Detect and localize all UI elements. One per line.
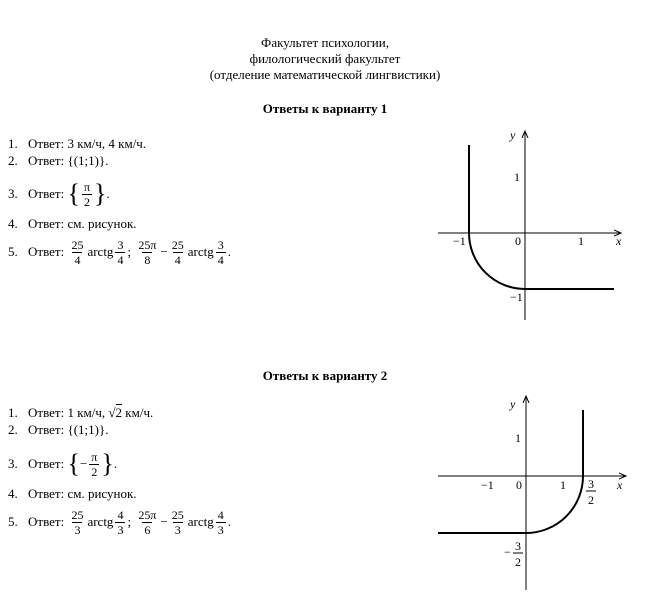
variant2-graph: y x 1 −1 0 1 3 2 − 3 2 xyxy=(438,392,630,590)
curve xyxy=(468,145,614,290)
tick-x32-den: 2 xyxy=(588,493,594,507)
faculty-line-3: (отделение математической лингвистики) xyxy=(209,67,441,82)
x-label: x xyxy=(615,234,622,248)
tick-x1: 1 xyxy=(560,478,566,492)
tick-origin: 0 xyxy=(516,478,522,492)
variant1-graph: y x 1 −1 0 1 −1 xyxy=(438,128,622,320)
tick-y1: 1 xyxy=(514,170,520,184)
curve xyxy=(438,410,584,534)
variant1-answer-1: 1. Ответ: 3 км/ч, 4 км/ч. xyxy=(8,136,147,151)
variant2-answer-1: 1. Ответ: 1 км/ч, √2 км/ч. xyxy=(8,404,154,420)
faculty-line-1: Факультет психологии, xyxy=(261,35,389,50)
tick-origin: 0 xyxy=(515,234,521,248)
tick-ym32-num: 3 xyxy=(515,539,521,553)
tick-xm1: −1 xyxy=(453,234,466,248)
variant2-title: Ответы к варианту 2 xyxy=(262,368,388,383)
y-label: y xyxy=(509,397,516,411)
tick-xm1: −1 xyxy=(481,478,494,492)
variant1-title: Ответы к варианту 1 xyxy=(262,101,388,116)
variant2-answer-4: 4. Ответ: см. рисунок. xyxy=(8,486,137,501)
tick-y1: 1 xyxy=(515,431,521,445)
variant1-answer-4: 4. Ответ: см. рисунок. xyxy=(8,216,137,231)
variant1-answer-2: 2. Ответ: {(1;1)}. xyxy=(8,153,109,168)
tick-ym32-den: 2 xyxy=(515,555,521,569)
x-label: x xyxy=(616,478,623,492)
tick-ym32-sign: − xyxy=(504,545,511,559)
tick-x32-num: 3 xyxy=(588,477,594,491)
tick-x1: 1 xyxy=(578,234,584,248)
y-label: y xyxy=(509,128,516,142)
tick-ym1: −1 xyxy=(510,290,523,304)
document-header: Факультет психологии, филологический фак… xyxy=(0,35,650,83)
variant2-answer-2: 2. Ответ: {(1;1)}. xyxy=(8,422,109,437)
faculty-line-2: филологический факультет xyxy=(249,51,401,66)
